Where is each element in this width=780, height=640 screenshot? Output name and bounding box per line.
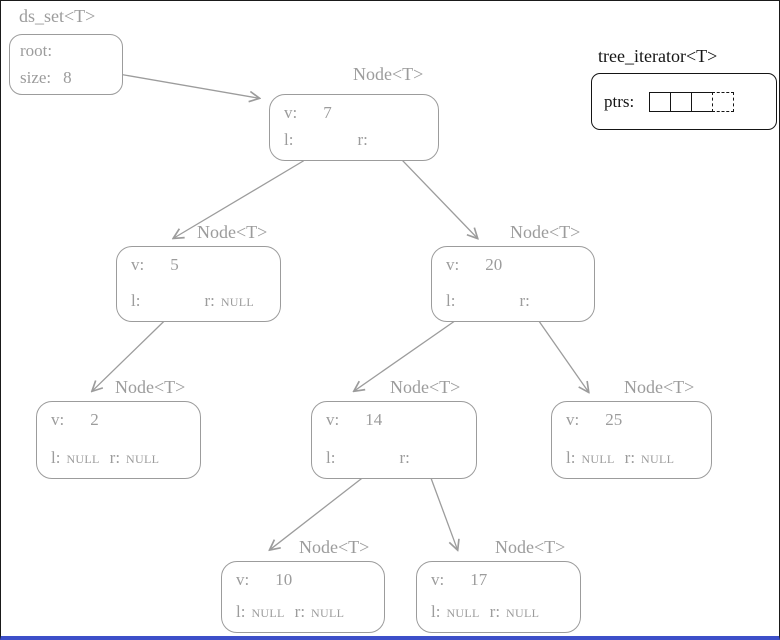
l-label: l:: [446, 291, 456, 310]
v-label: v:: [431, 570, 445, 589]
r-value: NULL: [311, 606, 345, 620]
r-label: r:: [357, 130, 368, 149]
r-label: r:: [624, 448, 636, 467]
l-label: l:: [284, 130, 294, 149]
edge-14-r-to-17-arrow: [430, 477, 458, 549]
v-label: v:: [446, 255, 460, 274]
tree-node-2: v: 2 l: NULL r: NULL: [36, 401, 201, 479]
l-label: l:: [326, 448, 336, 467]
edge-7-r-to-20-arrow: [399, 157, 477, 238]
node-value-row: v: 2: [51, 410, 186, 430]
tree-iterator-box: ptrs:: [591, 73, 777, 130]
v-label: v:: [566, 410, 580, 429]
r-value: NULL: [220, 295, 255, 309]
node-pointer-row: l: NULL r: NULL: [51, 448, 186, 468]
node-title: Node<T>: [353, 64, 424, 84]
l-label: l:: [131, 291, 141, 310]
node-pointer-row: l: NULL r: NULL: [236, 602, 370, 622]
ptrs-array: [649, 91, 735, 112]
node-pointer-row: l: r: NULL: [131, 291, 266, 311]
l-value: NULL: [581, 452, 615, 466]
node-title: Node<T>: [115, 377, 186, 397]
v-label: v:: [326, 410, 340, 429]
node-value: 14: [365, 410, 383, 429]
l-label: l:: [431, 602, 441, 621]
r-label: r:: [204, 291, 215, 310]
node-title: Node<T>: [624, 377, 695, 397]
tree-node-10: v: 10 l: NULL r: NULL: [221, 561, 385, 633]
node-value-row: v: 10: [236, 570, 370, 590]
l-value: NULL: [66, 452, 100, 466]
node-value: 7: [323, 103, 332, 122]
node-value: 10: [275, 570, 293, 589]
r-value: NULL: [506, 606, 540, 620]
node-pointer-row: l: r:: [284, 130, 424, 150]
node-title: Node<T>: [495, 537, 566, 557]
l-value: NULL: [446, 606, 480, 620]
size-value: 8: [63, 68, 72, 87]
l-value: NULL: [251, 606, 285, 620]
size-label: size:: [20, 68, 52, 87]
node-value-row: v: 14: [326, 410, 462, 430]
node-value: 25: [605, 410, 623, 429]
ptr-cell: [670, 91, 693, 112]
ds-set-box: root: size: 8: [9, 34, 123, 95]
ptr-cell: [691, 91, 714, 112]
tree-node-20: v: 20 l: r:: [431, 246, 595, 322]
edge-20-r-to-25-arrow: [537, 319, 589, 391]
ptr-cell: [649, 91, 672, 112]
r-label: r:: [489, 602, 501, 621]
tree-node-14: v: 14 l: r:: [311, 401, 477, 479]
v-label: v:: [131, 255, 145, 274]
node-value-row: v: 17: [431, 570, 566, 590]
r-value: NULL: [126, 452, 160, 466]
node-pointer-row: l: r:: [446, 291, 580, 311]
tree-node-17: v: 17 l: NULL r: NULL: [416, 561, 581, 633]
node-title: Node<T>: [390, 377, 461, 397]
node-value: 2: [90, 410, 99, 429]
size-field: size: 8: [20, 68, 112, 88]
ptrs-label: ptrs:: [604, 91, 635, 111]
node-value-row: v: 20: [446, 255, 580, 275]
ds-set-title: ds_set<T>: [19, 6, 96, 26]
node-value: 20: [485, 255, 503, 274]
tree-node-7: v: 7 l: r:: [269, 94, 439, 161]
r-label: r:: [109, 448, 121, 467]
node-value-row: v: 25: [566, 410, 697, 430]
node-value: 5: [170, 255, 179, 274]
v-label: v:: [236, 570, 250, 589]
root-field: root:: [20, 41, 112, 61]
l-label: l:: [236, 602, 246, 621]
node-title: Node<T>: [197, 222, 268, 242]
node-value-row: v: 5: [131, 255, 266, 275]
v-label: v:: [51, 410, 65, 429]
r-value: NULL: [641, 452, 675, 466]
node-title: Node<T>: [299, 537, 370, 557]
root-label: root:: [20, 41, 53, 60]
v-label: v:: [284, 103, 298, 122]
node-pointer-row: l: r:: [326, 448, 462, 468]
tree-iterator-title: tree_iterator<T>: [598, 46, 718, 66]
node-title: Node<T>: [510, 222, 581, 242]
tree-node-5: v: 5 l: r: NULL: [116, 246, 281, 322]
r-label: r:: [294, 602, 306, 621]
node-pointer-row: l: NULL r: NULL: [566, 448, 697, 468]
r-label: r:: [399, 448, 410, 467]
node-pointer-row: l: NULL r: NULL: [431, 602, 566, 622]
ptr-cell-dashed: [712, 91, 735, 112]
node-value: 17: [470, 570, 488, 589]
l-label: l:: [566, 448, 576, 467]
node-value-row: v: 7: [284, 103, 424, 123]
tree-node-25: v: 25 l: NULL r: NULL: [551, 401, 712, 479]
l-label: l:: [51, 448, 61, 467]
r-label: r:: [519, 291, 530, 310]
